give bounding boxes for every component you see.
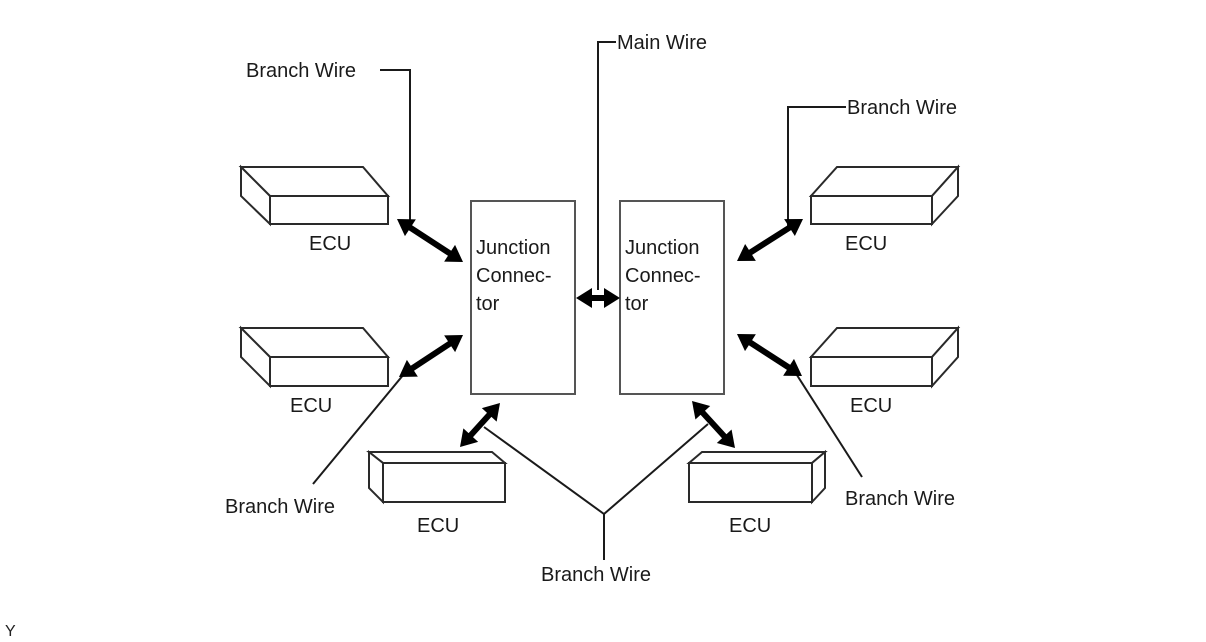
arrow-shaft [747, 339, 792, 371]
ecu-top-face [366, 451, 508, 464]
arrowhead-icon [716, 429, 735, 448]
main-wire-leader [597, 41, 616, 290]
junction-connector-right-line2: Connec- [625, 265, 701, 287]
junction-connector-left-line1: Junction [476, 237, 551, 259]
junction-connector-right: Junction Connec- tor [619, 200, 725, 395]
ecu-bottom-right: ECU [686, 449, 828, 537]
arrow-ecu-bottom-right [692, 401, 735, 448]
arrowhead-icon [783, 358, 802, 376]
arrow-shaft [699, 409, 728, 440]
branch-wire-leader [312, 373, 405, 485]
ecu-front-face [810, 195, 933, 225]
arrowhead-icon [444, 335, 463, 353]
ecu-middle-right: ECU [808, 325, 961, 417]
junction-connector-left: Junction Connec- tor [470, 200, 576, 395]
junction-connector-right-line1: Junction [625, 237, 700, 259]
arrowhead-icon [737, 334, 756, 352]
branch-wire-bottom-left: Branch Wire [225, 373, 405, 518]
ecu-label: ECU [729, 515, 771, 537]
branch-wire-bottom-right: Branch Wire [794, 371, 955, 510]
ecu-label: ECU [309, 233, 351, 255]
ecu-top-left: ECU [238, 164, 391, 255]
arrow-ecu-middle-right [737, 334, 802, 376]
ecu-middle-left: ECU [238, 325, 391, 417]
branch-wire-top-right: Branch Wire [787, 97, 957, 226]
branch-wire-leader [794, 371, 863, 478]
ecu-front-face [382, 462, 506, 503]
ecu-label: ECU [850, 395, 892, 417]
arrowhead-icon [481, 403, 500, 422]
arrow-shaft [747, 224, 793, 256]
main-wire-label: Main Wire [617, 32, 707, 54]
junction-connector-right-box [619, 200, 725, 395]
arrowhead-icon [784, 219, 803, 237]
arrowhead-icon [444, 244, 463, 262]
branch-wire-leader-v [483, 423, 709, 516]
ecu-label: ECU [290, 395, 332, 417]
arrow-ecu-middle-left [399, 335, 463, 377]
main-wire: Main Wire [597, 32, 707, 290]
figure-code: Y [5, 623, 16, 640]
junction-connector-left-box [470, 200, 576, 395]
ecu-front-face [688, 462, 813, 503]
ecu-top-right: ECU [808, 164, 961, 255]
arrow-ecu-top-right [737, 219, 803, 261]
arrow-shaft [407, 224, 453, 257]
junction-connector-left-line3: tor [476, 293, 500, 315]
ecu-front-face [269, 195, 389, 225]
branch-wire-leader [787, 106, 846, 226]
arrow-main-wire [576, 288, 620, 308]
ecu-label: ECU [845, 233, 887, 255]
branch-wire-top-left: Branch Wire [246, 60, 411, 226]
ecu-label: ECU [417, 515, 459, 537]
arrowhead-icon [399, 359, 418, 377]
arrowhead-icon [737, 243, 756, 261]
arrow-ecu-top-left [397, 219, 463, 262]
ecu-front-face [269, 356, 389, 387]
branch-wire-leader [380, 69, 411, 226]
branch-wire-label: Branch Wire [541, 564, 651, 586]
branch-wire-bottom-center: Branch Wire [483, 423, 709, 586]
ecu-top-face [686, 451, 828, 464]
arrow-shaft [467, 411, 493, 439]
ecu-front-face [810, 356, 933, 387]
connection-arrows [397, 219, 803, 448]
arrow-ecu-bottom-left [460, 403, 500, 447]
arrowhead-icon [604, 288, 620, 308]
arrowhead-icon [576, 288, 592, 308]
arrowhead-icon [460, 428, 479, 447]
junction-connector-left-line2: Connec- [476, 265, 552, 287]
ecu-bottom-left: ECU [366, 449, 508, 537]
branch-wire-label: Branch Wire [845, 488, 955, 510]
branch-wire-label: Branch Wire [225, 496, 335, 518]
arrow-shaft [409, 340, 453, 372]
arrowhead-icon [692, 401, 711, 420]
junction-connector-right-line3: tor [625, 293, 649, 315]
branch-wire-label: Branch Wire [847, 97, 957, 119]
arrowhead-icon [397, 219, 416, 237]
branch-wire-label: Branch Wire [246, 60, 356, 82]
